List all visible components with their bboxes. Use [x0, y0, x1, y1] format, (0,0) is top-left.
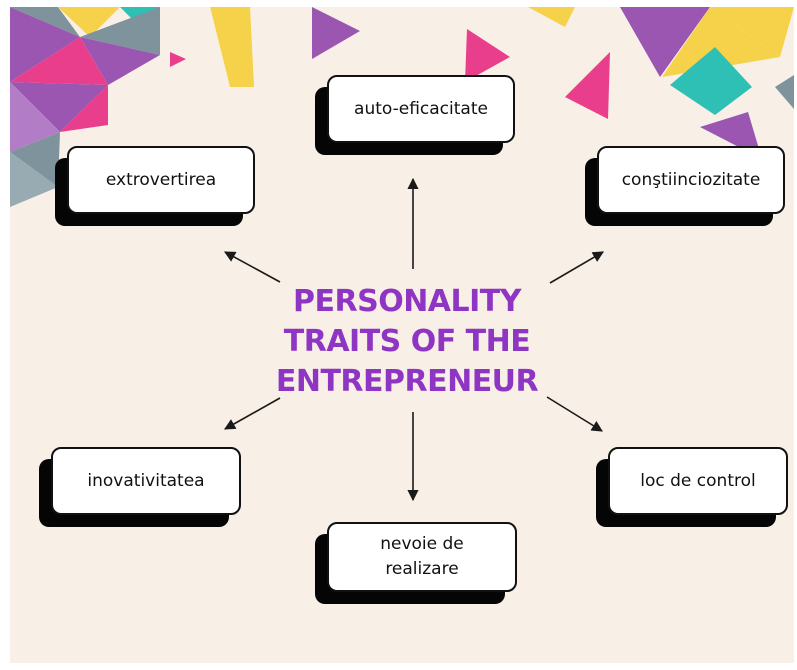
- grey-triangle: [80, 7, 160, 55]
- trait-top-right: conştiinciozitate: [585, 146, 785, 226]
- trait-label-line: nevoie de: [380, 534, 464, 555]
- purple-triangle: [80, 37, 160, 85]
- trait-label: auto-eficacitate: [354, 98, 488, 119]
- magenta-triangle: [170, 52, 186, 67]
- trait-box: inovativitatea: [51, 447, 241, 515]
- trait-top-left: extrovertirea: [55, 146, 255, 226]
- yellow-triangle: [662, 7, 780, 77]
- purple-triangle: [312, 7, 360, 59]
- arrow-to-top-right: [549, 251, 604, 284]
- grey-triangle: [10, 132, 60, 187]
- arrow-to-top-left: [224, 251, 281, 283]
- yellow-triangle: [710, 7, 794, 57]
- trait-label-line: realizare: [385, 559, 459, 579]
- trait-bottom-right: loc de control: [596, 447, 788, 527]
- trait-bottom: nevoie de realizare: [315, 522, 517, 604]
- magenta-triangle: [465, 29, 510, 82]
- title-line: ENTREPRENEUR: [275, 364, 539, 399]
- trait-box: conştiinciozitate: [597, 146, 785, 214]
- decorative-triangles: [10, 7, 794, 207]
- purple-triangle: [620, 7, 710, 77]
- yellow-triangle: [58, 7, 120, 37]
- grey-triangle: [10, 152, 58, 207]
- yellow-triangle: [528, 7, 575, 27]
- trait-bottom-left: inovativitatea: [39, 447, 241, 527]
- title-line: PERSONALITY: [293, 284, 521, 319]
- purple-triangle: [10, 82, 60, 152]
- trait-box: extrovertirea: [67, 146, 255, 214]
- magenta-triangle: [565, 52, 610, 119]
- trait-box: loc de control: [608, 447, 788, 515]
- title-line: TRAITS OF THE: [283, 324, 531, 359]
- magenta-triangle: [10, 37, 108, 85]
- trait-box: auto-eficacitate: [327, 75, 515, 143]
- diagram-canvas: PERSONALITY TRAITS OF THE ENTREPRENEUR a…: [10, 7, 794, 663]
- magenta-triangle: [60, 85, 108, 132]
- purple-triangle: [10, 7, 80, 82]
- trait-label: extrovertirea: [105, 169, 217, 190]
- trait-box: nevoie de realizare: [327, 522, 517, 592]
- arrow-to-bottom-right: [546, 396, 603, 432]
- purple-triangle: [10, 82, 108, 132]
- trait-top: auto-eficacitate: [315, 75, 515, 155]
- trait-label: loc de control: [640, 470, 756, 491]
- connector-arrows: [224, 177, 604, 502]
- center-title: PERSONALITY TRAITS OF THE ENTREPRENEUR: [272, 282, 542, 402]
- teal-triangle: [715, 47, 752, 115]
- trait-label: inovativitatea: [87, 470, 205, 491]
- trait-label: conştiinciozitate: [621, 169, 761, 190]
- grey-triangle: [775, 75, 794, 109]
- teal-triangle: [670, 47, 715, 115]
- arrow-to-bottom-left: [224, 397, 281, 430]
- yellow-triangle: [210, 7, 254, 87]
